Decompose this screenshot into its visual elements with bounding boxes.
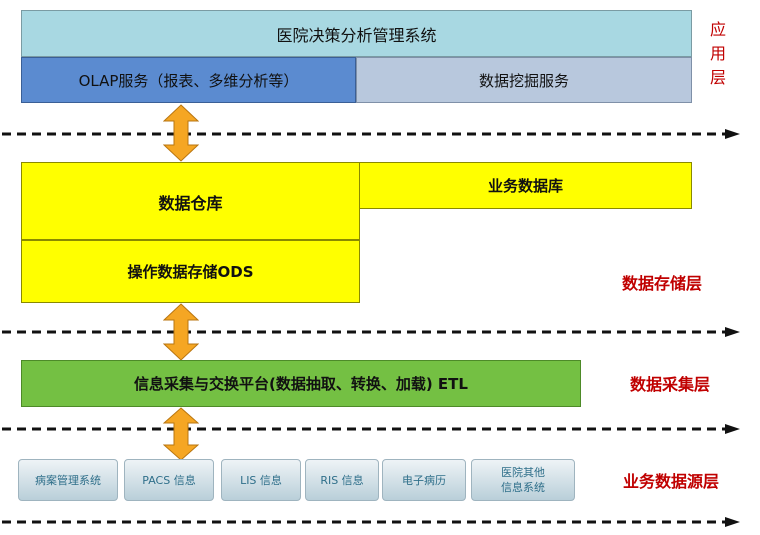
- data-mining-service-label: 数据挖掘服务: [478, 71, 569, 90]
- source-other-line-2: 信息系统: [501, 481, 545, 494]
- source-other-hospital-systems: 医院其他信息系统: [471, 459, 575, 501]
- etl-platform-label: 信息采集与交换平台(数据抽取、转换、加载) ETL: [134, 375, 468, 393]
- decision-analysis-system-label: 医院决策分析管理系统: [276, 25, 437, 45]
- ods-box: 操作数据存储ODS: [21, 240, 360, 303]
- olap-service-label: OLAP服务（报表、多维分析等）: [78, 71, 299, 90]
- source-other-label: 医院其他信息系统: [501, 465, 545, 495]
- source-layer-label: 业务数据源层: [623, 472, 720, 491]
- data-warehouse-label: 数据仓库: [158, 193, 223, 213]
- source-emr-label: 电子病历: [402, 473, 446, 487]
- data-warehouse-box: 数据仓库: [21, 162, 360, 240]
- olap-service-box: OLAP服务（报表、多维分析等）: [21, 57, 356, 103]
- source-pacs: PACS 信息: [124, 459, 214, 501]
- separator-arrow-3: [2, 424, 740, 434]
- business-database-label: 业务数据库: [487, 177, 563, 195]
- source-emr: 电子病历: [382, 459, 466, 501]
- double-arrow-icon-storage-collection: [163, 303, 199, 361]
- data-mining-service-box: 数据挖掘服务: [356, 57, 692, 103]
- source-medical-records-label: 病案管理系统: [35, 473, 101, 487]
- separator-arrow-4: [2, 517, 740, 527]
- application-layer-char-3: 层: [709, 68, 726, 87]
- double-arrow-icon-collection-source: [163, 407, 199, 461]
- application-layer-char-2: 用: [709, 44, 726, 63]
- source-pacs-label: PACS 信息: [142, 473, 196, 487]
- decision-analysis-system-box: 医院决策分析管理系统: [21, 10, 692, 57]
- source-lis-label: LIS 信息: [240, 473, 282, 487]
- etl-platform-box: 信息采集与交换平台(数据抽取、转换、加载) ETL: [21, 360, 581, 407]
- source-ris: RIS 信息: [305, 459, 379, 501]
- storage-layer-label: 数据存储层: [622, 274, 703, 293]
- source-lis: LIS 信息: [221, 459, 301, 501]
- source-medical-records-system: 病案管理系统: [18, 459, 118, 501]
- source-ris-label: RIS 信息: [320, 473, 364, 487]
- warehouse-ods-divider: [21, 239, 360, 240]
- ods-label: 操作数据存储ODS: [127, 263, 254, 281]
- application-layer-char-1: 应: [709, 20, 726, 39]
- double-arrow-icon-app-storage: [163, 104, 199, 162]
- separator-arrow-2: [2, 327, 740, 337]
- source-other-line-1: 医院其他: [501, 466, 545, 479]
- collection-layer-label: 数据采集层: [630, 375, 711, 394]
- separator-arrow-1: [2, 129, 740, 139]
- business-database-box: 业务数据库: [360, 162, 692, 209]
- application-layer-label: 应 用 层: [706, 18, 730, 90]
